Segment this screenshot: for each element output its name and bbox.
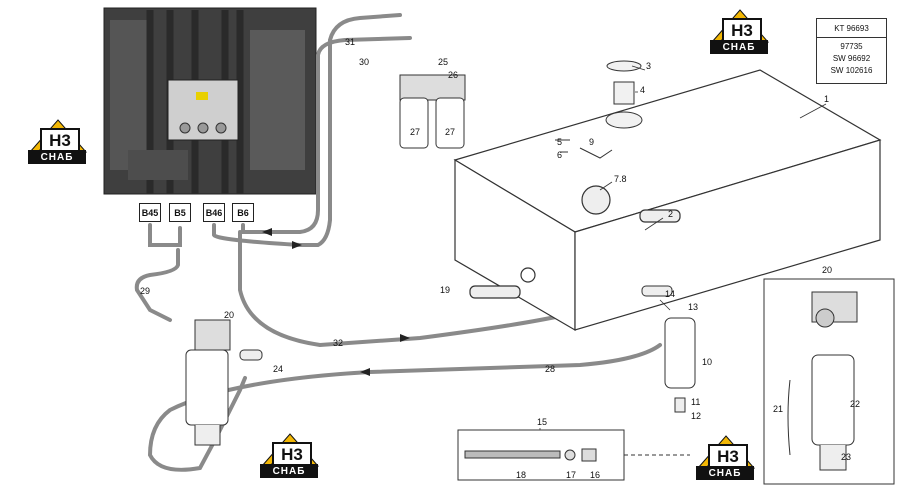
logo-mark: H3: [40, 128, 80, 152]
part-label-13: 13: [688, 302, 699, 312]
brand-logo-bottom-right: H3 СНАБ: [694, 432, 758, 492]
filler-cap: [555, 60, 643, 159]
part-label-29: 29: [140, 286, 151, 296]
part-label-19: 19: [440, 285, 451, 295]
logo-plate: СНАБ: [28, 150, 86, 164]
part-label-20-left: 20: [224, 310, 235, 320]
part-label-11: 11: [691, 397, 701, 407]
connector-b6: B6: [232, 203, 254, 222]
part-label-30: 30: [359, 57, 370, 67]
part-label-21: 21: [773, 404, 784, 414]
reference-line-2: SW 96692: [832, 54, 871, 63]
part-label-26: 26: [448, 70, 459, 80]
logo-mark: H3: [272, 442, 312, 466]
part-label-17: 17: [566, 470, 577, 480]
part-label-12: 12: [691, 411, 702, 421]
part-label-23: 23: [841, 452, 852, 462]
part-label-10: 10: [702, 357, 713, 367]
part-label-25: 25: [438, 57, 449, 67]
brand-logo-top: H3 СНАБ: [708, 6, 772, 66]
connector-b46: B46: [203, 203, 225, 222]
pre-filters: [399, 74, 466, 149]
connector-b5: B5: [169, 203, 191, 222]
main-filter-left: [185, 319, 263, 446]
part-label-22: 22: [850, 399, 861, 409]
logo-plate: СНАБ: [710, 40, 768, 54]
part-label-16: 16: [590, 470, 601, 480]
connector-b45: B45: [139, 203, 161, 222]
part-label-1: 1: [824, 94, 830, 104]
reference-line-3: SW 102616: [830, 66, 873, 75]
part-label-6: 6: [557, 150, 563, 160]
part-label-5: 5: [557, 137, 563, 147]
part-label-15: 15: [537, 417, 548, 427]
part-label-20-inset: 20: [822, 265, 833, 275]
part-label-24: 24: [273, 364, 284, 374]
part-label-32: 32: [333, 338, 344, 348]
logo-plate: СНАБ: [260, 464, 318, 478]
part-label-2: 2: [668, 209, 674, 219]
inset-20: [763, 278, 895, 485]
leader-lines: [539, 65, 827, 430]
reference-line-1: 97735: [840, 42, 863, 51]
part-label-14: 14: [665, 289, 676, 299]
logo-plate: СНАБ: [696, 466, 754, 480]
part-label-27-left: 27: [410, 127, 421, 137]
part-label-9: 9: [589, 137, 595, 147]
part-label-18: 18: [516, 470, 527, 480]
water-separator: [641, 285, 696, 413]
part-label-31: 31: [345, 37, 356, 47]
part-label-4: 4: [640, 85, 646, 95]
reference-header: KT 96693: [817, 19, 886, 38]
engine-photo: [103, 7, 317, 195]
flow-arrows: [262, 228, 410, 376]
part-label-28: 28: [545, 364, 556, 374]
fuel-tank: [453, 69, 882, 332]
brand-logo-bottom-left: H3 СНАБ: [258, 430, 322, 490]
reference-table: KT 96693 97735 SW 96692 SW 102616: [816, 18, 887, 84]
brand-logo-left: H3 СНАБ: [26, 116, 90, 176]
part-label-3: 3: [646, 61, 652, 71]
part-label-27-right: 27: [445, 127, 456, 137]
logo-mark: H3: [708, 444, 748, 468]
logo-mark: H3: [722, 18, 762, 42]
part-label-7-8: 7.8: [614, 174, 627, 184]
inset-15: [457, 429, 690, 481]
